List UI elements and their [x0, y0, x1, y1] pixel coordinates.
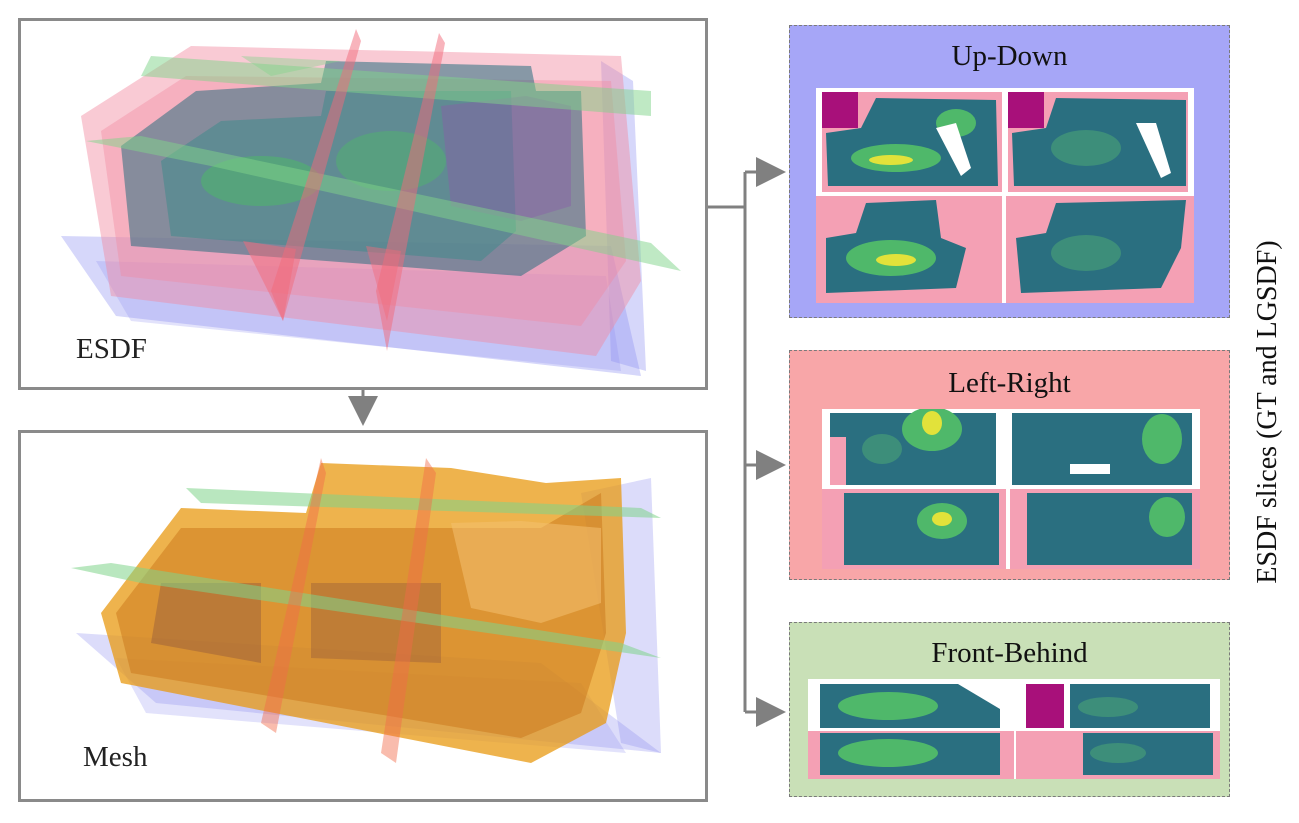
front-behind-title: Front-Behind: [931, 637, 1088, 669]
left-right-slices: [822, 409, 1200, 569]
slices-axis-label: ESDF slices (GT and LGSDF): [1252, 240, 1283, 584]
left-right-panel: Left-Right: [789, 350, 1230, 580]
front-behind-slices: [808, 679, 1220, 779]
mesh-panel: Mesh: [18, 430, 708, 802]
esdf-label: ESDF: [76, 333, 147, 365]
left-right-title: Left-Right: [948, 367, 1071, 399]
up-down-title: Up-Down: [951, 40, 1068, 72]
esdf-volume-render: [61, 29, 681, 376]
esdf-panel: ESDF: [18, 18, 708, 390]
up-down-slices: [816, 88, 1194, 303]
mesh-label: Mesh: [83, 741, 148, 773]
front-behind-panel: Front-Behind: [789, 622, 1230, 797]
up-down-slice-image: [816, 88, 1194, 303]
front-behind-slice-image: [808, 679, 1220, 779]
left-right-slice-image: [822, 409, 1200, 569]
mesh-render: [71, 458, 661, 763]
up-down-panel: Up-Down: [789, 25, 1230, 318]
